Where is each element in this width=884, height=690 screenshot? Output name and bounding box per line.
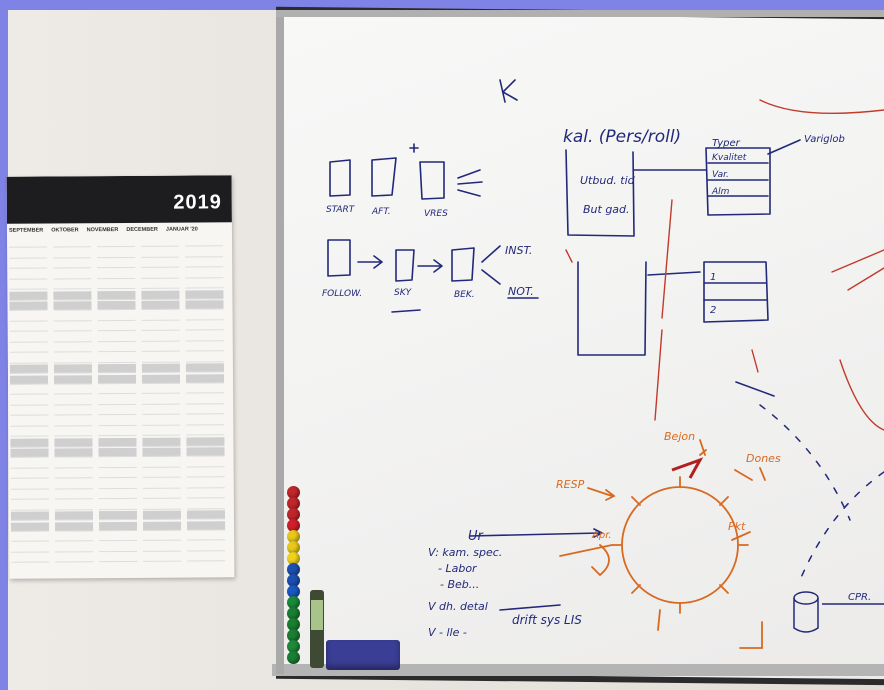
- list-item: Kvalitet: [712, 153, 747, 163]
- circle-label: RESP: [556, 478, 585, 491]
- small-list-item: 1: [710, 272, 716, 283]
- diagram-box: [329, 159, 351, 197]
- circle-label: Bejon: [664, 430, 695, 443]
- magnet: [287, 519, 300, 532]
- magnet: [287, 618, 300, 631]
- magnet: [287, 574, 300, 587]
- circle-label: Dones: [746, 452, 781, 465]
- note-line: V: kam. spec.: [428, 546, 502, 559]
- board-frame-top: [276, 10, 884, 17]
- magnet: [287, 651, 300, 664]
- arrow: [357, 255, 383, 269]
- dashed-arc: [799, 471, 884, 581]
- right-header: kal. (Pers/roll): [563, 127, 681, 147]
- circle-label: Apr.: [591, 530, 612, 541]
- scribble: [671, 457, 704, 479]
- magnet: [287, 497, 300, 510]
- label-bek: BEK.: [454, 290, 475, 300]
- arrow: [417, 259, 443, 273]
- label-not: NOT.: [508, 285, 534, 298]
- diagram-box: [565, 149, 635, 237]
- board-tray: [272, 664, 884, 676]
- label-follow: FOLLOW.: [322, 289, 362, 299]
- letter-k: [499, 79, 518, 103]
- marker: [310, 590, 324, 668]
- note-line: drift sys LIS: [512, 613, 582, 627]
- list-item: Alm: [711, 187, 730, 197]
- magnet: [287, 530, 300, 543]
- note-line: V - lle -: [428, 626, 467, 639]
- red-line: [654, 199, 673, 421]
- label-vres: VRES: [424, 209, 448, 219]
- magnet: [287, 607, 300, 620]
- note-line: Ur: [468, 529, 485, 544]
- note-line: - Labor: [438, 562, 478, 575]
- magnet: [287, 552, 300, 565]
- magnet: [287, 585, 300, 598]
- list-box: [705, 147, 771, 216]
- label-inst: INST.: [505, 244, 532, 257]
- label-start: START: [326, 205, 356, 215]
- diagram-box: [327, 239, 351, 277]
- corner-label: CPR.: [848, 592, 871, 603]
- magnet: [287, 486, 300, 499]
- list-item: Var.: [712, 170, 729, 180]
- magnet: [287, 508, 300, 521]
- magnet: [287, 541, 300, 554]
- small-list-item: 2: [710, 305, 716, 316]
- box-line-1: Utbud. tid: [580, 174, 636, 187]
- label-sky: SKY: [394, 288, 413, 298]
- dashed-arc: [759, 404, 851, 521]
- diagram-box: [577, 261, 647, 356]
- magnet: [287, 640, 300, 653]
- box-line-2: But gad.: [583, 203, 630, 216]
- circle-label: Pkt: [728, 520, 746, 533]
- label-aft: AFT.: [371, 207, 391, 217]
- diagram-box: [451, 247, 475, 282]
- diagram-box: [395, 249, 415, 282]
- list-right-label: Variglob: [804, 134, 845, 145]
- magnet: [287, 629, 300, 642]
- list-title: Typer: [712, 138, 741, 149]
- diagram-box: [371, 157, 397, 197]
- board-frame-left: [276, 10, 284, 674]
- note-line: V dh. detal: [428, 600, 488, 613]
- magnet: [287, 596, 300, 609]
- diagram-box: [419, 161, 445, 200]
- magnet-block: [326, 640, 400, 670]
- note-line: - Beb...: [440, 578, 479, 591]
- list-box: [703, 261, 769, 323]
- magnet: [287, 563, 300, 576]
